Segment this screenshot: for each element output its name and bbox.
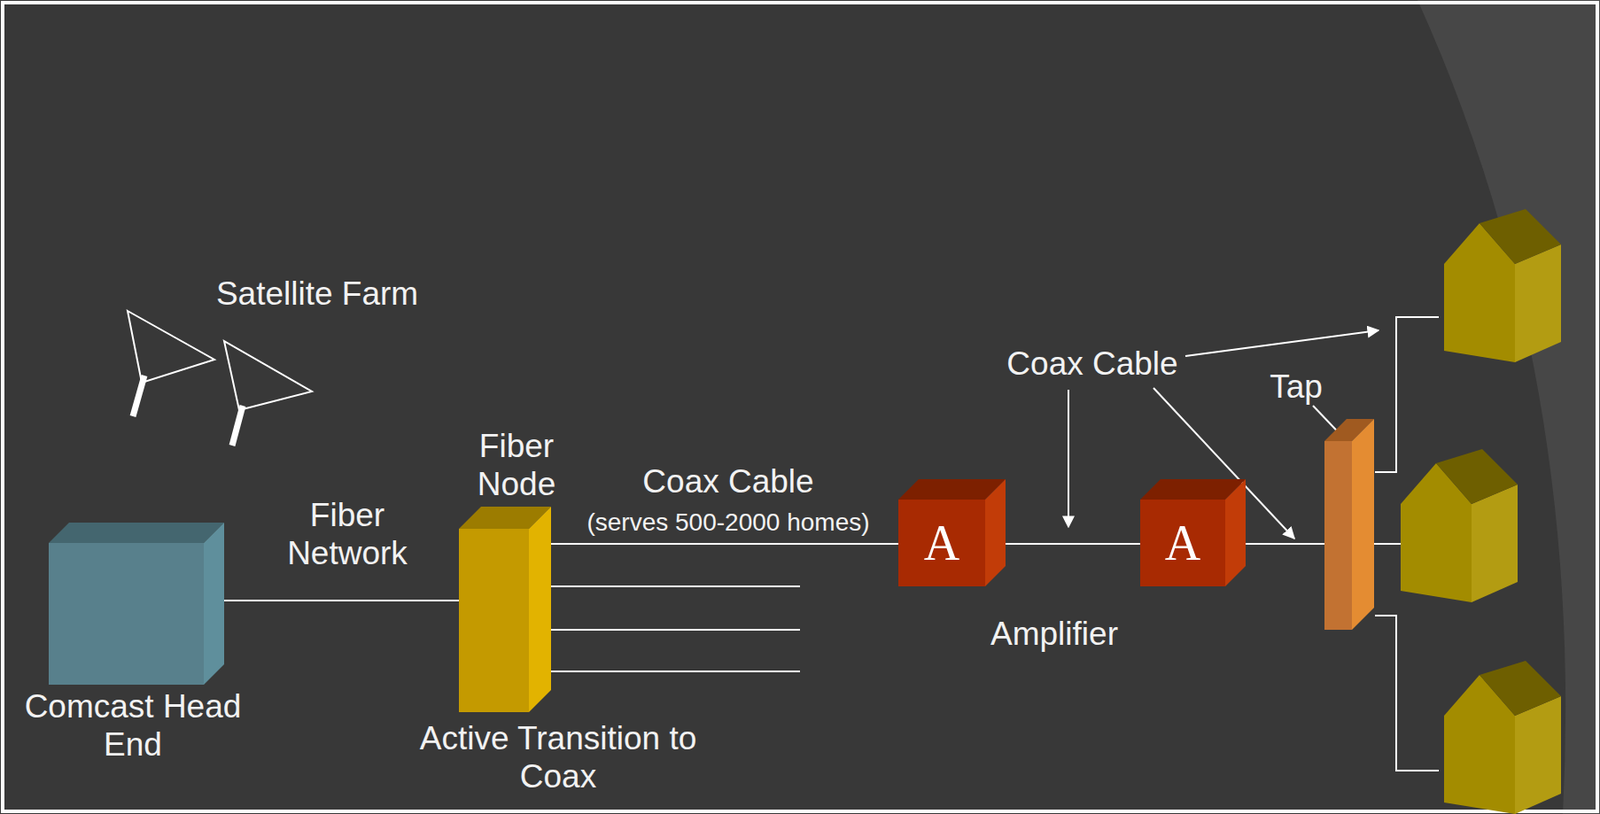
house (1444, 209, 1562, 363)
box-front (1324, 441, 1352, 630)
house (1400, 449, 1518, 603)
amplifier-box: A (1140, 479, 1246, 587)
fiber-node-box: Fiber NodeActive Transition to Coax (458, 506, 552, 713)
background-arc (1417, 0, 1600, 814)
satellite-dish (127, 310, 215, 417)
node-label: A (924, 514, 960, 572)
box-shape (458, 506, 552, 713)
node-label: Comcast Head End (13, 688, 253, 764)
drawing-part (232, 405, 243, 446)
node-label: A (1165, 514, 1201, 572)
box-side (1225, 479, 1246, 587)
drawing-part (1514, 244, 1562, 363)
box-shape (1324, 419, 1375, 630)
callout-label: Amplifier (990, 615, 1119, 654)
node-label: Fiber Node (458, 427, 575, 504)
box-shape (48, 522, 225, 685)
callout-label: Coax Cable (1006, 345, 1178, 384)
house (1444, 660, 1562, 814)
drawing-part (1514, 696, 1562, 814)
edge-label: Fiber Network (258, 497, 436, 573)
drawing-part (132, 375, 145, 417)
connector (224, 599, 459, 602)
drawing-part (1471, 484, 1518, 603)
drawing-part (1067, 389, 1070, 528)
box-top (48, 522, 225, 544)
drawing-part (1374, 317, 1439, 473)
tap-box: Tap (1324, 419, 1375, 630)
box-side (203, 522, 225, 685)
note-text: (serves 500-2000 homes) (586, 508, 870, 537)
satellite-dish (224, 341, 312, 446)
box-front (48, 543, 204, 685)
group-label: Satellite Farm (216, 275, 419, 314)
box-front (458, 528, 529, 713)
connector (1005, 543, 1141, 545)
connector (551, 543, 899, 545)
box-side (528, 506, 552, 713)
node-label: Tap (1269, 368, 1323, 407)
drawing-part (551, 585, 800, 588)
drawing-part (551, 629, 800, 631)
amplifier-box: A (898, 479, 1006, 587)
edge-label: Coax Cable (642, 463, 814, 502)
drawing-part (1479, 209, 1562, 265)
box-side (1351, 419, 1375, 630)
drawing-part (1436, 449, 1518, 505)
box-front (898, 499, 986, 587)
node-caption: Active Transition to Coax (380, 720, 736, 796)
box-side (985, 479, 1006, 587)
drawing-part (1374, 615, 1439, 771)
drawing-part (1479, 660, 1562, 716)
box-front (1140, 499, 1226, 587)
coax-stubs (551, 586, 800, 672)
head-end-cube: Comcast Head End (48, 522, 225, 685)
drawing-part (1185, 330, 1379, 357)
drawing-part (224, 341, 312, 411)
drawing-part (551, 670, 800, 673)
connector (1245, 543, 1325, 545)
drawing-part (127, 310, 215, 383)
drawing-part (1374, 543, 1401, 545)
